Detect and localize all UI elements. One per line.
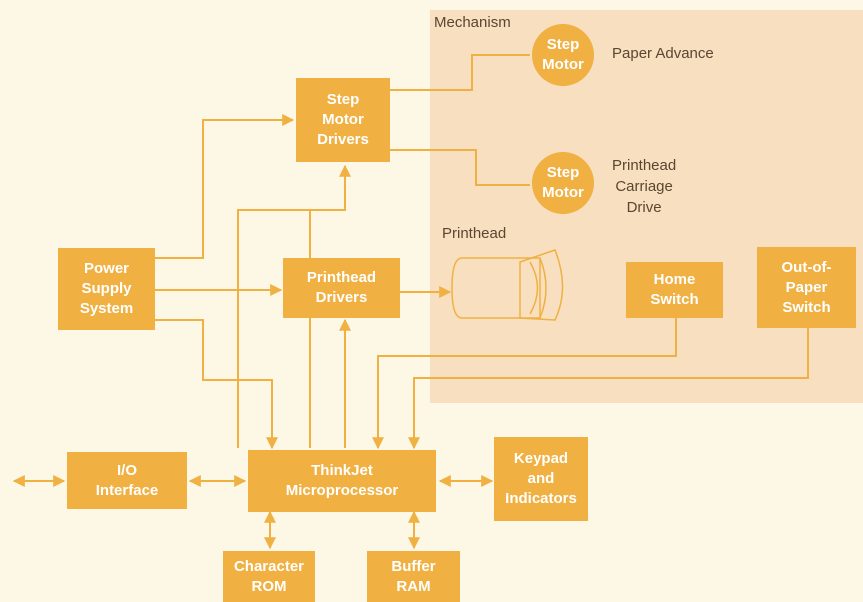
printhead-label: Printhead bbox=[442, 225, 507, 242]
wire-drivers-to-carriage-motor bbox=[390, 149, 530, 186]
wire-power-to-microprocessor bbox=[155, 319, 278, 450]
wire-home-to-micro bbox=[372, 318, 677, 450]
keypad-indicators-block: Keypad and Indicators bbox=[494, 437, 588, 521]
home-switch-block: Home Switch bbox=[626, 262, 723, 318]
carriage-drive-label: Printhead Carriage Drive bbox=[612, 157, 677, 216]
wire-power-to-step-drivers bbox=[155, 114, 295, 259]
character-rom-block: Character ROM bbox=[223, 551, 315, 602]
step-motor-drivers-block: Step Motor Drivers bbox=[296, 78, 390, 162]
power-supply-block: Power Supply System bbox=[58, 248, 155, 330]
io-interface-block: I/O Interface bbox=[67, 452, 187, 509]
wire-micro-to-step-drivers bbox=[309, 164, 351, 448]
carriage-step-motor: Step Motor bbox=[532, 152, 594, 214]
buffer-ram-block: Buffer RAM bbox=[367, 551, 460, 602]
out-of-paper-switch-block: Out-of- Paper Switch bbox=[757, 247, 856, 328]
mechanism-area bbox=[430, 10, 863, 403]
wire-drivers-to-paper-motor bbox=[390, 54, 530, 91]
paper-step-motor: Step Motor bbox=[532, 24, 594, 86]
wire-paper-switch-to-micro bbox=[408, 328, 809, 450]
printhead-icon bbox=[451, 249, 564, 321]
printhead-drivers-block: Printhead Drivers bbox=[283, 258, 400, 318]
wire-micro-aux bbox=[237, 209, 310, 448]
mechanism-label: Mechanism bbox=[434, 14, 511, 31]
microprocessor-block: ThinkJet Microprocessor bbox=[248, 450, 436, 512]
paper-advance-label: Paper Advance bbox=[612, 45, 714, 62]
